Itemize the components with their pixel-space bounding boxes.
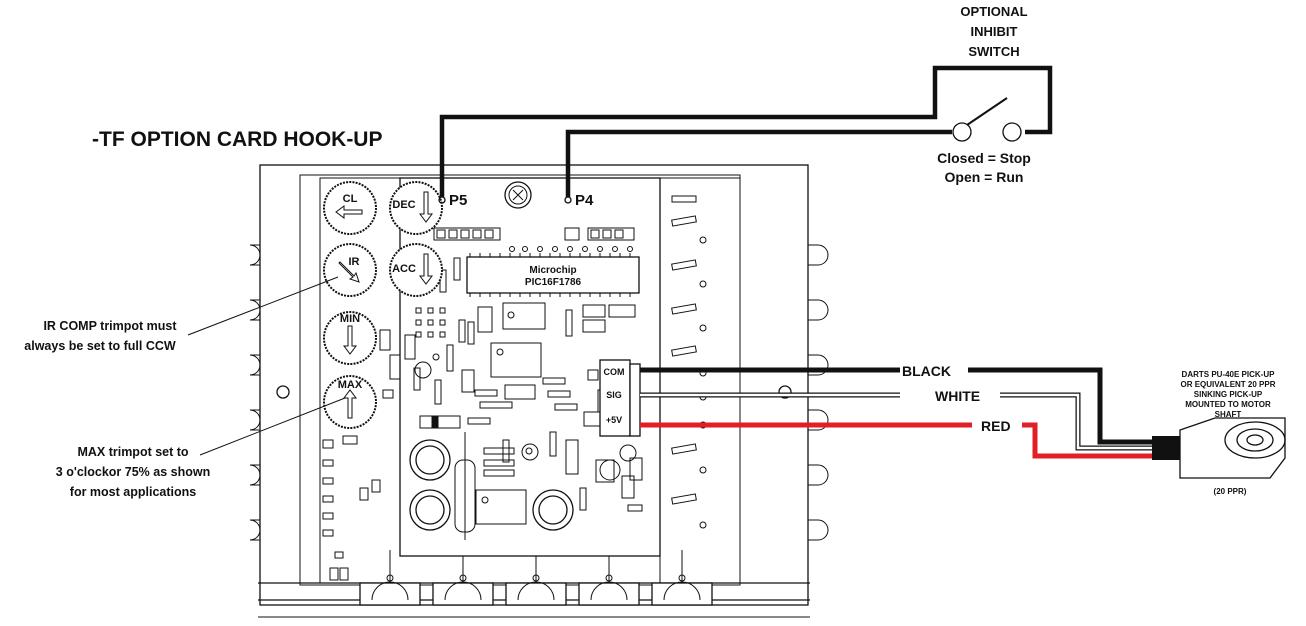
wire-red-label: RED [981, 418, 1011, 434]
switch-label-line3: SWITCH [968, 44, 1019, 59]
trimpot-max-label: MAX [338, 379, 363, 391]
signal-connector: COM SIG +5V [599, 359, 641, 437]
trimpot-cl-label: CL [343, 193, 358, 205]
switch-lever [966, 97, 1008, 126]
right-resistor-column [659, 177, 741, 584]
pickup-line1: DARTS PU-40E PICK-UP [1182, 370, 1276, 379]
switch-contact-right [1002, 122, 1022, 142]
terminal-p4-label: P4 [575, 192, 594, 209]
pickup-wiring [640, 367, 1155, 459]
pickup-line4: MOUNTED TO MOTOR [1185, 400, 1271, 409]
max-note-line3: for most applications [70, 485, 196, 499]
callout-leaders [187, 276, 346, 456]
trimpot-max: MAX [323, 375, 377, 429]
ir-note-line1: IR COMP trimpot must [43, 319, 177, 333]
switch-label-line2: INHIBIT [971, 24, 1018, 39]
switch-state-closed: Closed = Stop [937, 150, 1031, 166]
pin-com-label: COM [604, 367, 625, 377]
trimpot-cl: CL [323, 181, 377, 235]
switch-contact-left [952, 122, 972, 142]
chip-line1: Microchip [529, 265, 576, 276]
microchip-ic: Microchip PIC16F1786 [466, 253, 640, 297]
page-title: -TF OPTION CARD HOOK-UP [92, 128, 382, 151]
trimpot-dec-label: DEC [392, 199, 415, 211]
trimpot-ir-label: IR [349, 256, 360, 268]
mount-hole-left [276, 385, 290, 399]
pickup-line3: SINKING PICK-UP [1194, 390, 1263, 399]
pickup-ppr-label: (20 PPR) [1214, 487, 1247, 496]
pickup-line5: SHAFT [1215, 410, 1242, 419]
trimpot-acc: ACC [389, 243, 443, 297]
pin-5v-label: +5V [606, 415, 622, 425]
option-card-board: Microchip PIC16F1786 [399, 177, 661, 557]
trimpots: CL DEC IR ACC MIN MAX [322, 181, 443, 449]
pickup-sensor [1152, 417, 1286, 479]
mount-hole-right [778, 385, 792, 399]
pin-sig-label: SIG [606, 390, 622, 400]
trimpot-min: MIN [323, 311, 377, 365]
trimpot-acc-label: ACC [392, 263, 416, 275]
ir-note-line2: always be set to full CCW [24, 339, 176, 353]
chip-line2: PIC16F1786 [525, 277, 582, 288]
max-note-line1: MAX trimpot set to [77, 445, 188, 459]
switch-label-line1: OPTIONAL [960, 4, 1027, 19]
wire-white-label: WHITE [935, 388, 980, 404]
trimpot-ir: IR [323, 243, 377, 297]
trimpot-min-label: MIN [340, 313, 360, 325]
inhibit-switch-wiring [439, 65, 1053, 197]
switch-state-open: Open = Run [945, 169, 1024, 185]
trimpot-dec: DEC [389, 181, 443, 235]
left-edge-parts [322, 435, 381, 581]
wire-black-label: BLACK [902, 363, 951, 379]
pickup-line2: OR EQUIVALENT 20 PPR [1181, 380, 1276, 389]
terminal-p5-label: P5 [449, 192, 467, 209]
max-note-line2: 3 o'clockor 75% as shown [56, 465, 210, 479]
bottom-terminals [359, 550, 713, 606]
screw-icon [504, 181, 532, 209]
